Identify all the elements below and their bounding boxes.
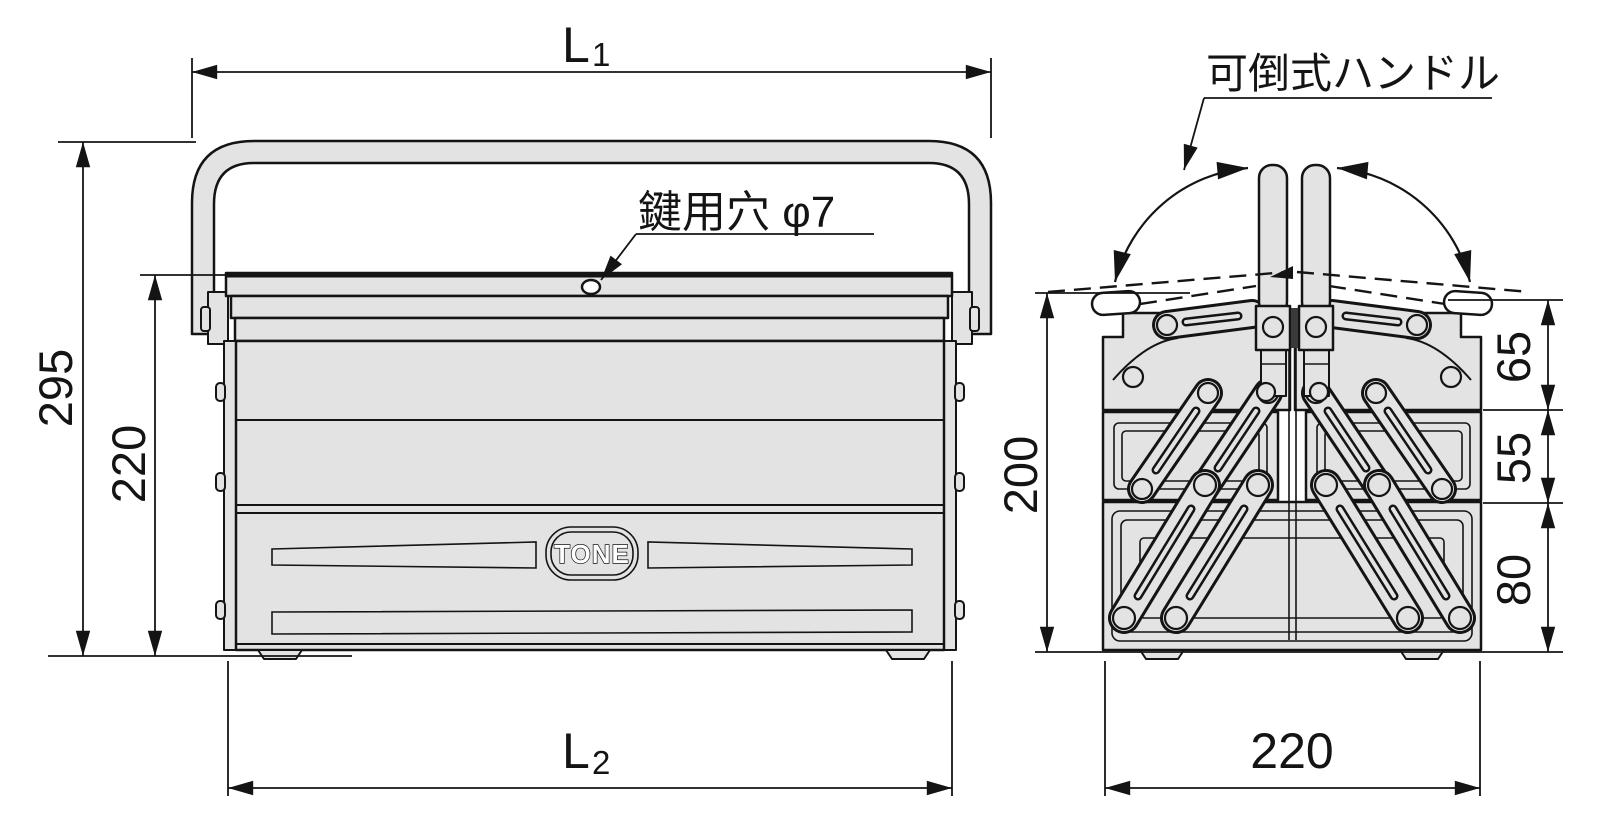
front-foot-left xyxy=(257,649,303,660)
dim-L1: L 1 xyxy=(191,17,992,138)
handle-label: 可倒式ハンドル xyxy=(1206,50,1500,97)
side-bottom-box-inner2 xyxy=(1120,519,1464,633)
side-folded-grip-left xyxy=(1090,289,1142,317)
dim-220-front: 220 xyxy=(102,274,228,656)
logo-inner-oval xyxy=(550,531,634,576)
front-hinge-left-pin xyxy=(200,306,211,332)
dim-L1-label: L xyxy=(562,17,590,73)
side-linkage-arms-bottom xyxy=(1108,469,1476,634)
front-body xyxy=(234,339,946,652)
dim-80-label: 80 xyxy=(1487,554,1540,606)
dim-L1-sub: 1 xyxy=(592,36,610,73)
front-rivet-left-3 xyxy=(215,600,226,620)
front-view: TONE 鍵用穴 φ7 L 1 295 xyxy=(29,17,993,796)
side-gusset-hole-right xyxy=(1439,365,1463,389)
dim-295-label: 295 xyxy=(29,349,82,427)
dim-65-55-80: 65 55 80 xyxy=(1448,299,1563,652)
side-handle xyxy=(1254,163,1335,403)
dim-65-label: 65 xyxy=(1487,331,1540,383)
side-handle-folded-position xyxy=(1047,270,1531,317)
dim-220-side: 220 xyxy=(1104,661,1481,796)
handle-annotation: 可倒式ハンドル xyxy=(1183,50,1500,171)
dim-220-side-label: 220 xyxy=(1250,723,1333,779)
logo-text: TONE xyxy=(554,539,630,569)
front-handle xyxy=(190,139,993,336)
dim-L2-label: L xyxy=(562,723,590,779)
dim-200-label: 200 xyxy=(994,436,1047,514)
front-tray-band-1 xyxy=(229,294,950,320)
fold-arc-right xyxy=(1336,161,1472,283)
fold-arc-left xyxy=(1113,161,1249,283)
side-gusset-hole-left xyxy=(1121,365,1145,389)
front-rivet-right-3 xyxy=(954,600,965,620)
side-handle-grip-left xyxy=(1257,163,1289,317)
dim-220-front-label: 220 xyxy=(102,425,155,503)
dim-295: 295 xyxy=(29,141,352,657)
front-slot-lower xyxy=(271,609,913,635)
side-handle-center-slot xyxy=(1291,308,1298,348)
side-view: 可倒式ハンドル 200 65 55 80 220 xyxy=(994,50,1563,796)
side-bottom-box-inner1 xyxy=(1111,510,1473,642)
front-foot-right xyxy=(885,649,931,660)
front-rivet-right-2 xyxy=(954,472,965,492)
front-tray-band-2 xyxy=(233,316,946,343)
front-slot-upper-right xyxy=(647,541,913,569)
side-handle-grip-right xyxy=(1300,163,1332,317)
front-hinge-right-pin xyxy=(969,306,980,332)
dim-L2: L 2 xyxy=(227,661,953,796)
keyhole-annotation: 鍵用穴 φ7 xyxy=(600,188,874,281)
keyhole-label: 鍵用穴 φ7 xyxy=(638,188,835,237)
front-rivet-right-1 xyxy=(954,382,965,402)
dim-200: 200 xyxy=(994,292,1563,653)
side-linkage-arms-middle xyxy=(1127,378,1457,504)
logo-outer-oval xyxy=(545,526,639,581)
side-folded-grip-right xyxy=(1442,289,1494,317)
keyhole xyxy=(580,278,602,296)
side-top-arms xyxy=(1152,299,1432,340)
front-rivet-left-2 xyxy=(215,472,226,492)
front-rivet-left-1 xyxy=(215,382,226,402)
brand-logo: TONE xyxy=(545,526,639,581)
dim-L2-sub: 2 xyxy=(592,744,610,781)
dim-55-label: 55 xyxy=(1487,432,1540,484)
front-slot-upper-left xyxy=(271,541,537,569)
